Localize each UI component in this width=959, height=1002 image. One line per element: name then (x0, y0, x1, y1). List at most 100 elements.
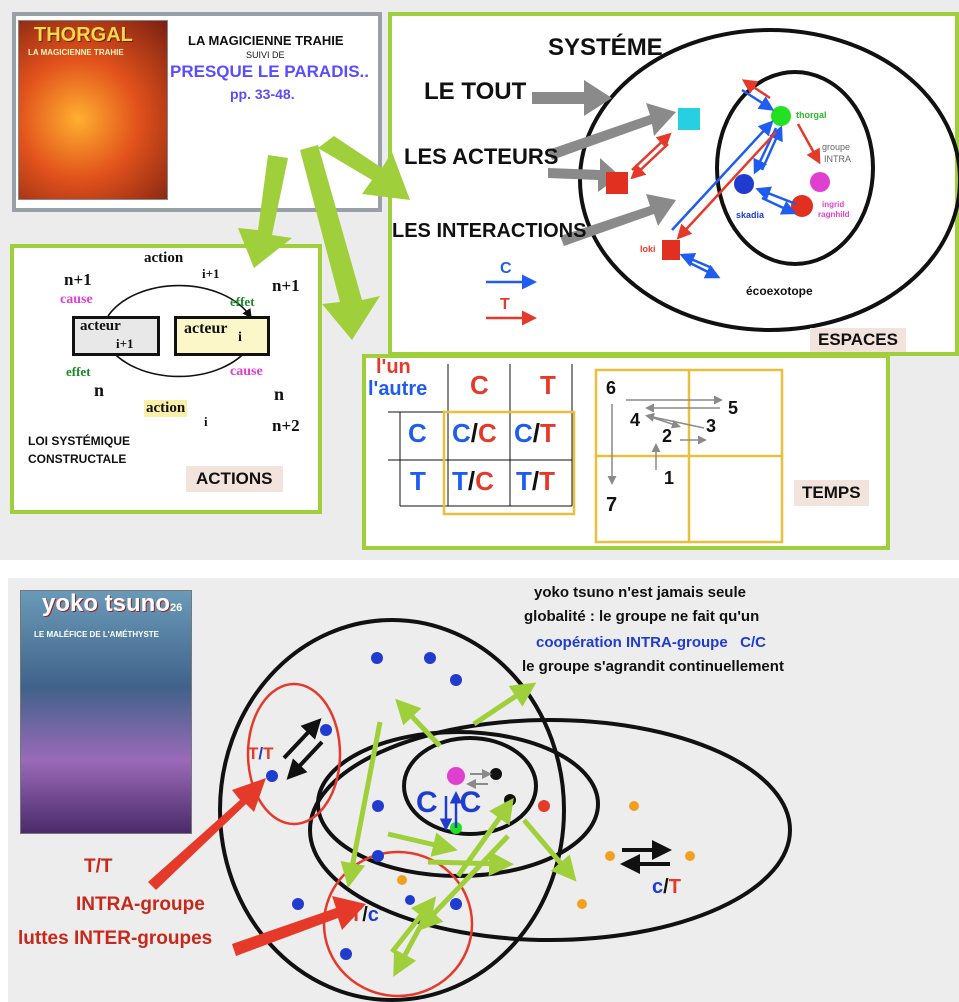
ecoexotope-label: écoexotope (746, 284, 813, 298)
groupe-label: groupe (822, 142, 851, 152)
temps-6: 6 (606, 378, 617, 398)
red-ellipse-bottom (322, 850, 474, 998)
espaces-label: ESPACES (810, 328, 906, 352)
temps-2: 2 (662, 426, 673, 446)
node-cyan (678, 108, 700, 130)
tt-small: T/T (248, 744, 274, 763)
cause-left: cause (60, 292, 93, 307)
interaction-arrows (630, 79, 821, 279)
actions-cycle (106, 284, 252, 378)
acteur-right-box (174, 316, 270, 356)
green-arrows-bottom (340, 682, 577, 977)
loi-line2: CONSTRUCTALE (28, 452, 127, 466)
cover-series: THORGAL (34, 24, 133, 46)
right-ellipse (308, 718, 792, 942)
bottom-line4: le groupe s'agrandit continuellement (522, 658, 784, 675)
temps-7: 7 (606, 494, 618, 516)
actions-label: ACTIONS (186, 466, 283, 492)
action-bottom-sub: i (204, 414, 208, 429)
les-interactions-label: LES INTERACTIONS (392, 220, 587, 242)
matrix-box (362, 354, 890, 550)
row-t: T (410, 466, 426, 496)
acteur-left: acteur (80, 318, 121, 334)
yoko-cover (20, 590, 192, 834)
tc-label: T/c (350, 904, 379, 926)
header-c: C (470, 370, 489, 400)
systeme-label: SYSTÉME (548, 34, 663, 61)
cell-cc: C/C (452, 418, 497, 448)
ct-label: c/T (652, 876, 681, 898)
intra-label: INTRA (824, 154, 851, 164)
temps-label: TEMPS (794, 480, 869, 506)
red-arrows-bottom (148, 778, 366, 956)
n-left: n (94, 380, 105, 400)
thorgal-cover (18, 20, 168, 200)
row-c: C (408, 418, 427, 448)
bottom-line3: coopération INTRA-groupe C/C (536, 634, 766, 651)
magenta-dot (447, 767, 465, 785)
red-dot (538, 800, 550, 812)
lun-label: l'un (376, 356, 411, 378)
legend-c: C (500, 260, 512, 277)
node-thorgal (771, 106, 791, 126)
lautre-label: l'autre (368, 378, 428, 400)
temps-3: 3 (706, 416, 717, 436)
yoko-subtitle: LE MALÉFICE DE L'AMÉTHYSTE (34, 630, 160, 639)
n-plus-1-left: n+1 (64, 270, 92, 289)
book-title: LA MAGICIENNE TRAHIE (188, 33, 344, 48)
node-skadia (734, 174, 754, 194)
temps-5: 5 (728, 398, 739, 418)
black-dot-2 (504, 794, 516, 806)
node-red-acteur (606, 172, 628, 194)
grey-arrows (532, 80, 676, 246)
yoko-number: 26 (170, 602, 183, 614)
top-drawing (106, 28, 959, 544)
loki-label: loki (640, 244, 656, 254)
bottom-line1: yoko tsuno n'est jamais seule (534, 584, 746, 601)
cell-tc: T/C (452, 466, 494, 496)
cell-ct: C/T (514, 418, 556, 448)
action-bottom: action (144, 400, 188, 417)
le-tout-label: LE TOUT (424, 78, 527, 105)
n-right: n (274, 384, 285, 404)
left-tt: T/T (84, 856, 113, 877)
left-intra: INTRA-groupe (76, 894, 205, 915)
black-dot-1 (490, 768, 502, 780)
thorgal-label: thorgal (796, 110, 827, 120)
effet-right: effet (230, 294, 255, 309)
core-ellipse (402, 736, 538, 836)
header-t: T (540, 370, 556, 400)
i-plus-1-top: i+1 (202, 266, 220, 281)
cover-subtitle: LA MAGICIENNE TRAHIE (28, 48, 124, 57)
left-inter: luttes INTER-groupes (18, 928, 213, 949)
orange-dots (397, 801, 695, 909)
matrix-highlight (442, 410, 576, 516)
loi-line1: LOI SYSTÉMIQUE (28, 434, 131, 448)
skadia-label: skadia (736, 210, 765, 220)
temps-1: 1 (664, 468, 675, 488)
action-top: action (144, 250, 184, 266)
acteur-left-box (72, 316, 160, 356)
ragnhild-label: ragnhild (818, 210, 850, 219)
cause-right: cause (230, 364, 263, 379)
node-loki (662, 240, 680, 260)
yoko-series: yoko tsuno (42, 590, 171, 617)
ingrid-label: ingrid (822, 200, 845, 209)
ecoexotope-ellipse (578, 28, 959, 332)
big-left-ellipse (218, 618, 566, 1002)
temps-arrows (607, 395, 723, 485)
groupe-intra-ellipse (715, 70, 875, 266)
legend-t: T (500, 296, 510, 313)
acteur-right-sub: i (238, 330, 242, 345)
n-plus-2: n+2 (272, 416, 300, 435)
red-ellipse-left (246, 682, 342, 826)
les-acteurs-label: LES ACTEURS (404, 144, 559, 169)
temps-4: 4 (630, 410, 641, 430)
bottom-line2: globalité : le groupe ne fait qu'un (524, 608, 760, 625)
cell-tt: T/T (516, 466, 556, 496)
node-ingrid (810, 172, 830, 192)
green-arrows-top (238, 136, 410, 340)
book-suivi: SUIVI DE (246, 50, 285, 60)
